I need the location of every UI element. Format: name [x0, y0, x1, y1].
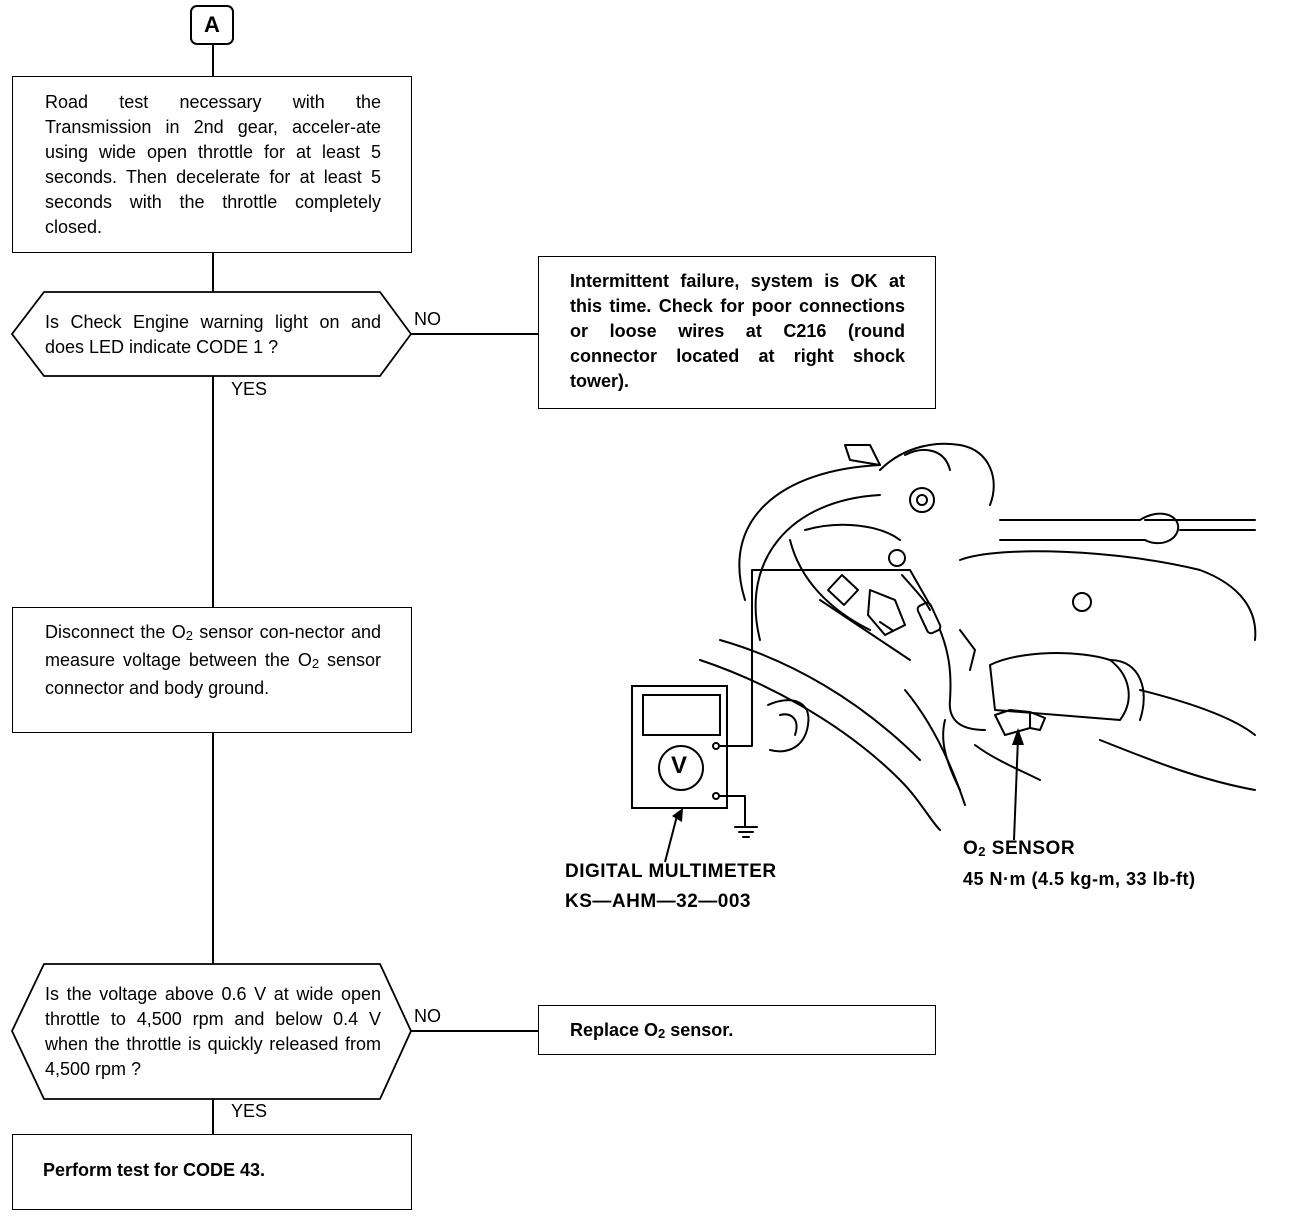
multimeter-dial [658, 745, 704, 791]
multimeter-part-number: KS—AHM—32—003 [565, 891, 751, 912]
multimeter-v-symbol: V [671, 752, 688, 779]
replace-box [538, 1005, 936, 1055]
disconnect-text: Disconnect the O2 sensor con-nector and … [45, 622, 382, 698]
flow-line-a-to-roadtest [212, 45, 214, 77]
q1-no-label: NO [414, 309, 441, 329]
probe-terminal-top [712, 742, 720, 750]
flow-line-q1-no [411, 333, 539, 335]
q1-yes-label: YES [231, 379, 268, 399]
question-1-text: Is Check Engine warning light on and doe… [45, 312, 381, 357]
replace-text: Replace O2 sensor. [570, 1020, 734, 1041]
road-test-box [12, 76, 412, 253]
engine-bay-drawing [699, 442, 1257, 831]
road-test-text: Road test necessary with the Transmissio… [45, 92, 381, 237]
multimeter-leader [664, 811, 679, 863]
multimeter-display [642, 694, 721, 736]
flow-line-roadtest-to-q1 [212, 252, 214, 292]
intermittent-text: Intermittent failure, system is OK at th… [570, 271, 905, 391]
flow-line-q2-no [411, 1030, 539, 1032]
connector-a: A [190, 5, 234, 45]
ground-wire [719, 795, 746, 828]
flow-line-q2-to-perform [212, 1099, 214, 1135]
flow-line-q1-to-disconnect [212, 376, 214, 608]
multimeter-name: DIGITAL MULTIMETER [565, 861, 777, 882]
q2-no-label: NO [414, 1006, 441, 1026]
disconnect-box [12, 607, 412, 733]
intermittent-box [538, 256, 936, 409]
probe-terminal-bottom [712, 792, 720, 800]
sensor-leader [1013, 737, 1019, 841]
question-1-hexagon [10, 291, 413, 377]
sensor-name: O2 SENSOR [963, 838, 1076, 859]
flow-line-disconnect-to-q2 [212, 732, 214, 964]
multimeter-body [631, 685, 728, 809]
perform-box [12, 1134, 412, 1210]
question-2-text: Is the voltage above 0.6 V at wide open … [45, 984, 381, 1079]
perform-text: Perform test for CODE 43. [43, 1160, 266, 1180]
probe-wire [719, 569, 931, 747]
sensor-torque: 45 N·m (4.5 kg-m, 33 lb-ft) [963, 869, 1196, 889]
question-2-hexagon [11, 963, 412, 1100]
q2-yes-label: YES [231, 1101, 268, 1121]
